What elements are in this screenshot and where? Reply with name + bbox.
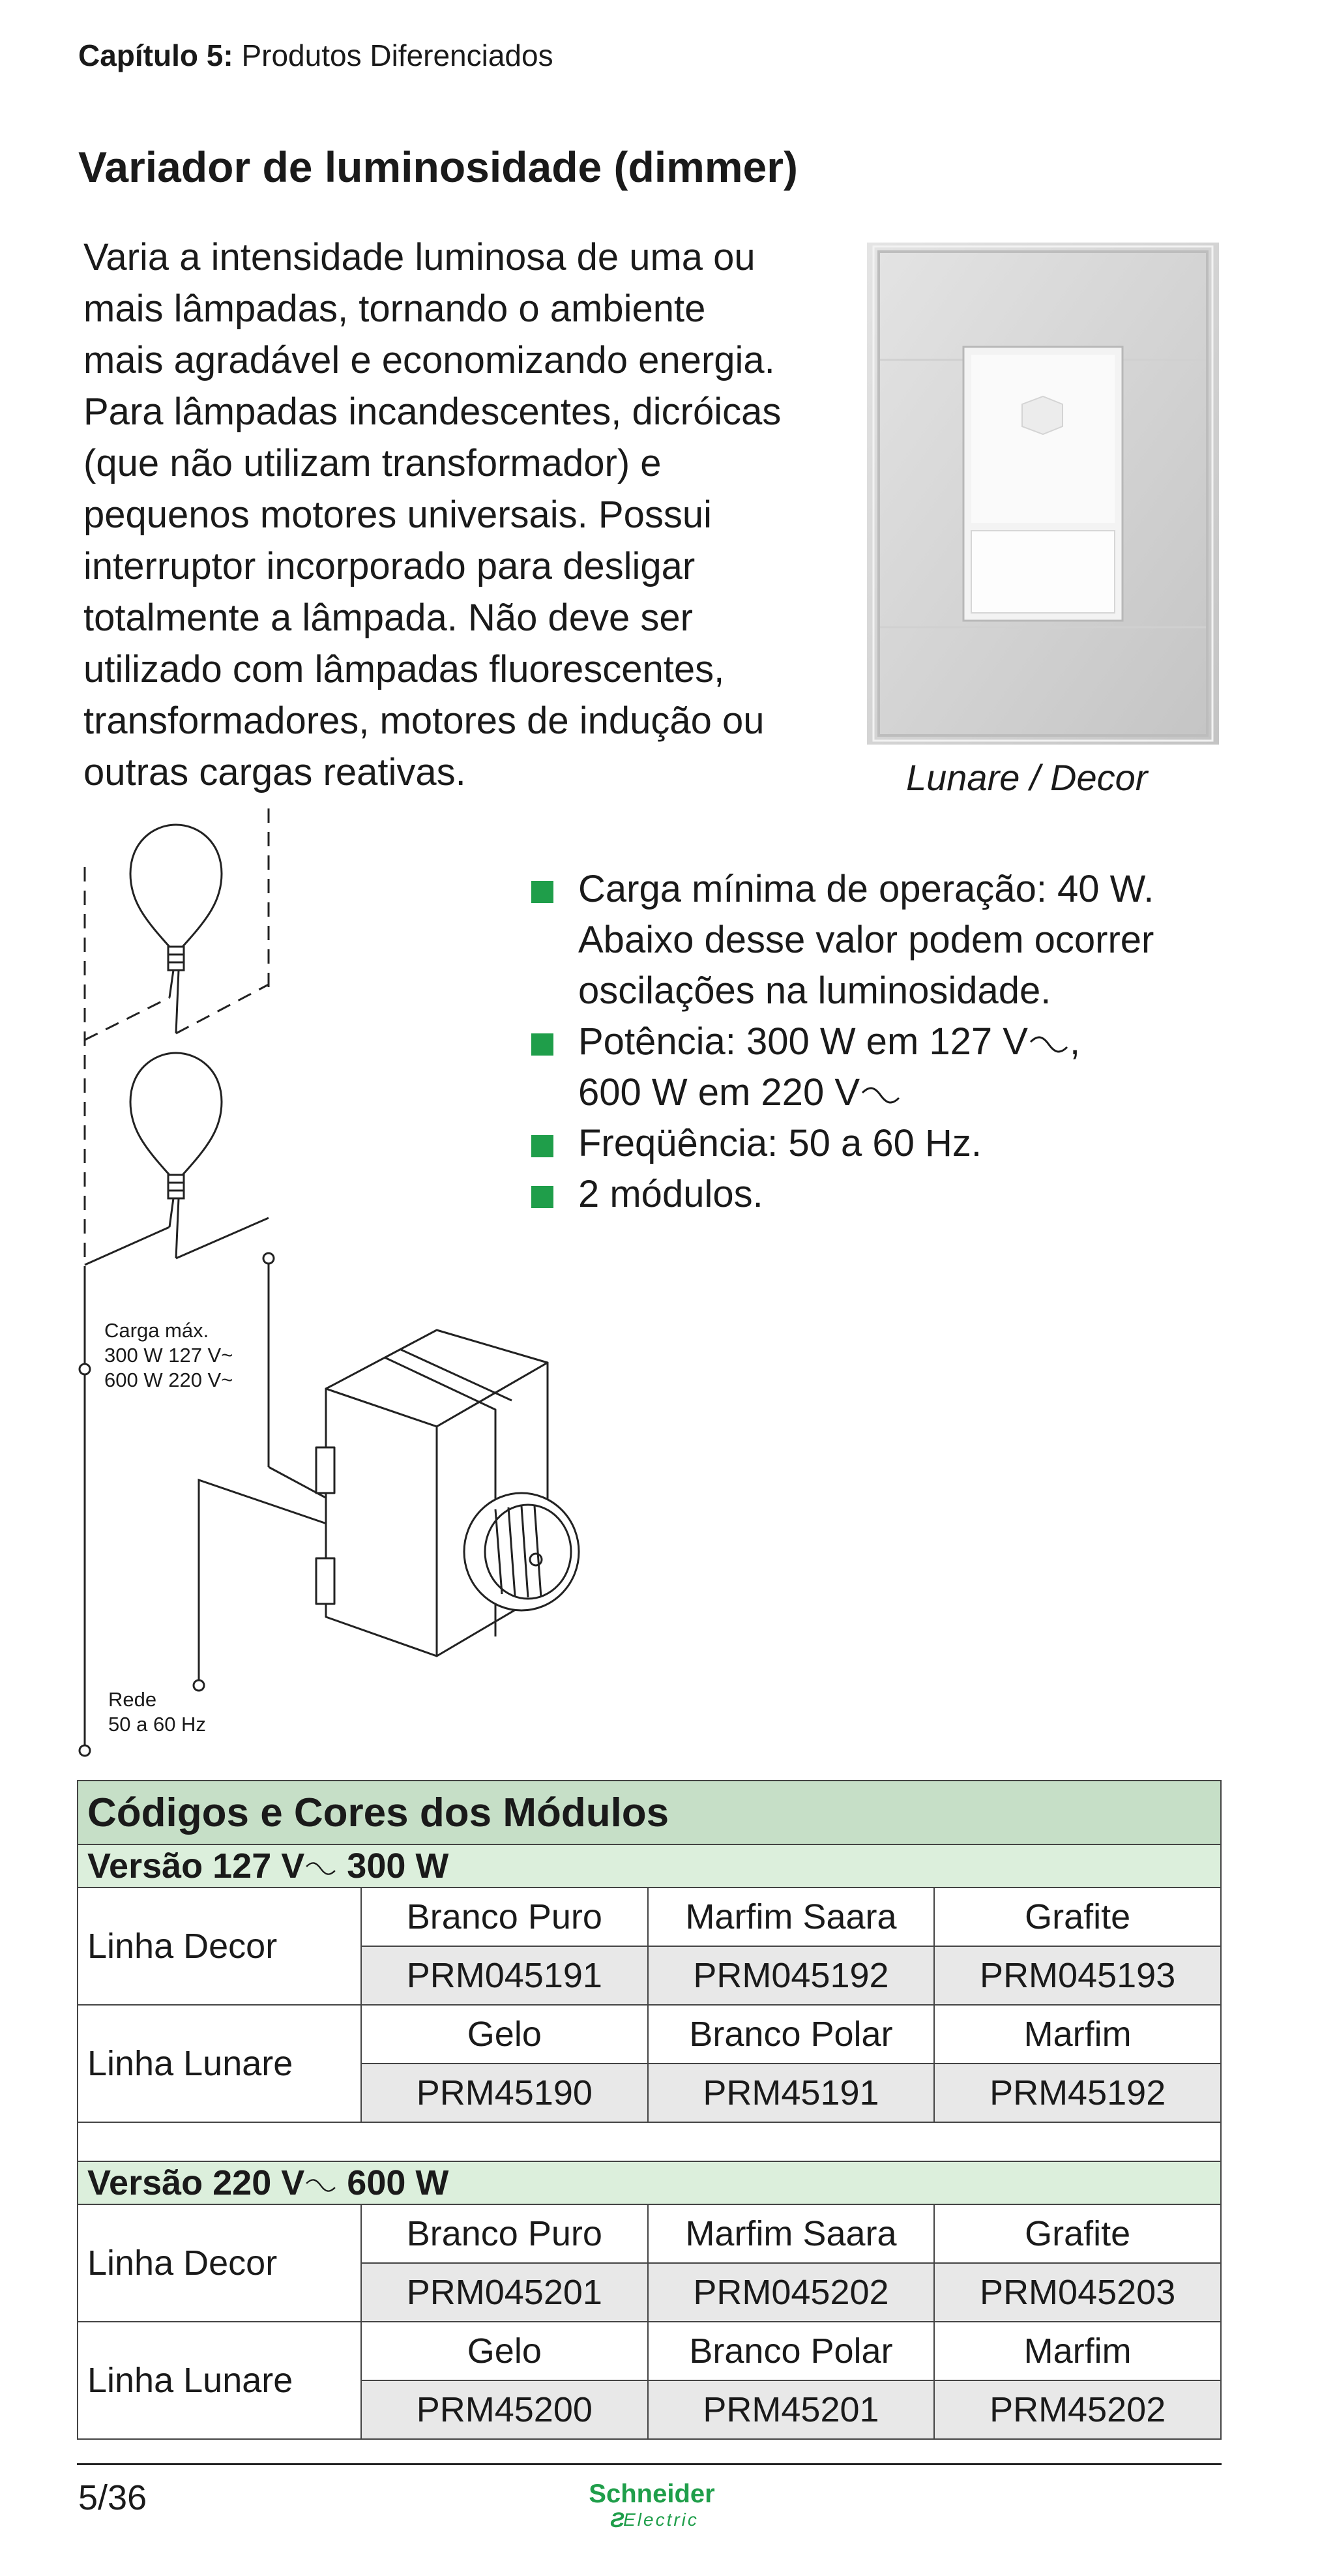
ac-wave-icon xyxy=(306,1861,336,1875)
feature-item: 2 módulos. xyxy=(531,1169,1300,1220)
product-description: Varia a intensidade luminosa de uma ou m… xyxy=(83,231,866,798)
footer-rule xyxy=(77,2463,1222,2465)
table-row: PRM45190 PRM45191 PRM45192 xyxy=(78,2063,1222,2123)
bullet-square-icon xyxy=(531,1033,553,1056)
version-row: Versão 127 V 300 W xyxy=(77,1844,1222,1888)
bullet-square-icon xyxy=(531,1186,553,1208)
description-line: outras cargas reativas. xyxy=(83,751,466,793)
codes-table: Códigos e Cores dos Módulos Versão 127 V… xyxy=(77,1780,1222,2440)
color-cell: Gelo xyxy=(360,2321,649,2381)
page-number: 5/36 xyxy=(78,2478,147,2517)
photo-caption: Lunare / Decor xyxy=(906,757,1148,798)
dimmer-module-drawing xyxy=(315,1329,580,1657)
ac-wave-icon xyxy=(1029,1036,1068,1053)
code-cell: PRM45200 xyxy=(360,2380,649,2440)
logo-line-1: Schneider xyxy=(589,2480,714,2508)
lamp-icon xyxy=(129,823,223,1034)
version-row: Versão 220 V 600 W xyxy=(77,2161,1222,2205)
code-cell: PRM45191 xyxy=(647,2063,935,2123)
description-line: Para lâmpadas incandescentes, dicróicas xyxy=(83,391,782,433)
table-title: Códigos e Cores dos Módulos xyxy=(77,1780,1222,1845)
bullet-square-icon xyxy=(531,1135,553,1157)
table-row: Linha Decor Branco Puro Marfim Saara Gra… xyxy=(77,2204,1222,2322)
version-voltage: Versão 220 V xyxy=(87,2163,305,2202)
table-row: PRM045191 PRM045192 PRM045193 xyxy=(78,1946,1222,2006)
color-cell: Gelo xyxy=(360,2004,649,2064)
code-cell: PRM045201 xyxy=(360,2262,649,2322)
table-row: Linha Decor Branco Puro Marfim Saara Gra… xyxy=(77,1887,1222,2006)
description-line: interruptor incorporado para desligar xyxy=(83,545,696,587)
table-title-row: Códigos e Cores dos Módulos xyxy=(77,1780,1222,1845)
line-name: Linha Lunare xyxy=(77,2004,362,2123)
page-title: Variador de luminosidade (dimmer) xyxy=(78,143,798,191)
code-cell: PRM45190 xyxy=(360,2063,649,2123)
color-cell: Branco Puro xyxy=(360,1887,649,1947)
feature-item: Carga mínima de operação: 40 W. Abaixo d… xyxy=(531,864,1300,1016)
color-cell: Marfim xyxy=(933,2004,1222,2064)
description-line: pequenos motores universais. Possui xyxy=(83,494,712,536)
code-cell: PRM045203 xyxy=(933,2262,1222,2322)
color-cell: Branco Polar xyxy=(647,2321,935,2381)
table-row: PRM45200 PRM45201 PRM45202 xyxy=(78,2380,1222,2440)
code-cell: PRM45192 xyxy=(933,2063,1222,2123)
logo-line-2: Electric xyxy=(623,2509,699,2530)
description-line: Varia a intensidade luminosa de uma ou xyxy=(83,236,756,278)
feature-item: Potência: 300 W em 127 V, 600 W em 220 V xyxy=(531,1016,1300,1118)
wiring-diagram-drawing xyxy=(78,808,580,1757)
code-cell: PRM45201 xyxy=(647,2380,935,2440)
line-name: Linha Lunare xyxy=(77,2321,362,2440)
bullet-square-icon xyxy=(531,881,553,903)
code-cell: PRM045202 xyxy=(647,2262,935,2322)
chapter-label: Capítulo 5: xyxy=(78,38,233,72)
version-power: 300 W xyxy=(347,1846,449,1886)
color-cell: Branco Polar xyxy=(647,2004,935,2064)
feature-item: Freqüência: 50 a 60 Hz. xyxy=(531,1118,1300,1169)
ac-wave-icon xyxy=(861,1087,900,1104)
chapter-title: Produtos Diferenciados xyxy=(241,38,553,72)
color-cell: Marfim xyxy=(933,2321,1222,2381)
table-row: PRM045201 PRM045202 PRM045203 xyxy=(78,2262,1222,2322)
table-row: Linha Lunare Gelo Branco Polar Marfim xyxy=(77,2321,1222,2440)
color-cell: Marfim Saara xyxy=(647,1887,935,1947)
chapter-header: Capítulo 5: Produtos Diferenciados xyxy=(78,38,553,73)
code-cell: PRM045192 xyxy=(647,1946,935,2006)
description-line: (que não utilizam transformador) e xyxy=(83,442,662,484)
code-cell: PRM045193 xyxy=(933,1946,1222,2006)
description-line: totalmente a lâmpada. Não deve ser xyxy=(83,597,693,639)
schneider-electric-logo: Schneider Electric Ƨ xyxy=(589,2480,714,2532)
color-cell: Grafite xyxy=(933,2204,1222,2264)
line-name: Linha Decor xyxy=(77,1887,362,2006)
color-cell: Grafite xyxy=(933,1887,1222,1947)
feature-list: Carga mínima de operação: 40 W. Abaixo d… xyxy=(531,864,1300,1220)
ac-wave-icon xyxy=(306,2178,336,2192)
table-spacer-row xyxy=(77,2122,1222,2162)
code-cell: PRM45202 xyxy=(933,2380,1222,2440)
description-line: mais lâmpadas, tornando o ambiente xyxy=(83,288,706,330)
table-row: Linha Lunare Gelo Branco Polar Marfim xyxy=(77,2004,1222,2123)
dimmer-product-photo xyxy=(867,243,1219,745)
description-line: transformadores, motores de indução ou xyxy=(83,700,765,742)
color-cell: Marfim Saara xyxy=(647,2204,935,2264)
description-line: utilizado com lâmpadas fluorescentes, xyxy=(83,648,725,690)
version-voltage: Versão 127 V xyxy=(87,1846,305,1886)
color-cell: Branco Puro xyxy=(360,2204,649,2264)
network-label: Rede 50 a 60 Hz xyxy=(108,1688,206,1736)
wiring-diagram: Carga máx. 300 W 127 V~ 600 W 220 V~ Red… xyxy=(72,808,711,1773)
version-power: 600 W xyxy=(347,2163,449,2202)
logo-mark-icon: Ƨ xyxy=(610,2508,624,2532)
code-cell: PRM045191 xyxy=(360,1946,649,2006)
line-name: Linha Decor xyxy=(77,2204,362,2322)
description-line: mais agradável e economizando energia. xyxy=(83,339,775,381)
lamp-icon xyxy=(129,1052,223,1259)
load-label: Carga máx. 300 W 127 V~ 600 W 220 V~ xyxy=(104,1319,233,1391)
